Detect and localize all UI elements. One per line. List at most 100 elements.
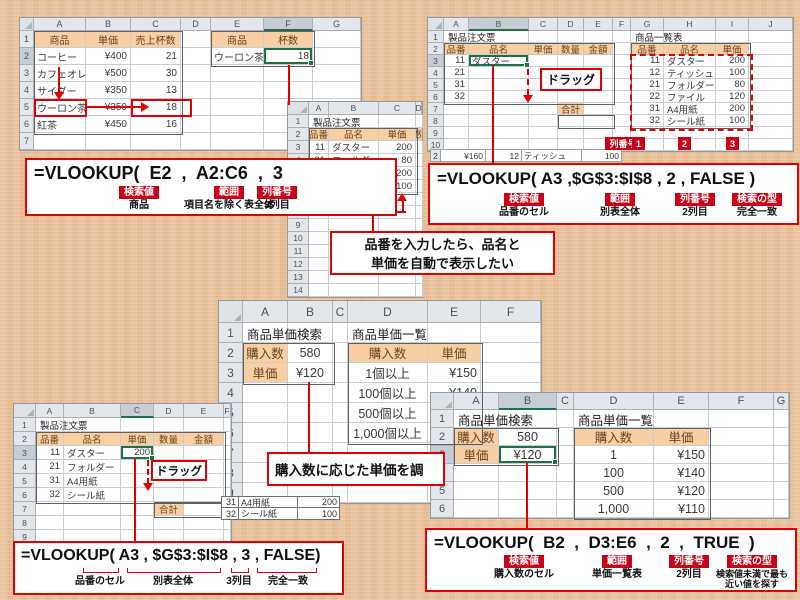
cell-mid-C14[interactable] (379, 284, 416, 297)
row-header-6[interactable]: 6 (20, 116, 34, 133)
cell-mb-C6[interactable] (333, 423, 348, 443)
cell-mid-B13[interactable] (329, 271, 379, 284)
cell-tr-B2[interactable]: 品名 (469, 43, 529, 55)
cell-tr-F6[interactable] (613, 91, 631, 103)
cell-tr-I3[interactable]: 200 (716, 55, 749, 67)
cell-tr-C8[interactable] (529, 115, 558, 127)
cell-bl-C2[interactable]: 単価 (121, 432, 154, 446)
cell-mb-F3[interactable] (481, 363, 541, 383)
row-header-9[interactable]: 9 (288, 219, 309, 232)
cell-tl-G4[interactable] (313, 82, 361, 99)
cell-tl-E6[interactable] (211, 116, 264, 133)
cell-mid-C1[interactable] (379, 115, 416, 128)
cell-tr-J6[interactable] (749, 91, 793, 103)
cell-bl-D5[interactable] (154, 474, 184, 488)
row-header-7[interactable]: 7 (20, 133, 34, 150)
cell-tl-E3[interactable] (211, 65, 264, 82)
row-header-6[interactable]: 6 (431, 500, 454, 518)
row-header-3[interactable]: 3 (288, 141, 309, 154)
cell-tl-B4[interactable]: ¥350 (86, 82, 131, 99)
cell-tr-G5[interactable]: 21 (631, 79, 664, 91)
cell-mid-A11[interactable] (309, 245, 329, 258)
cell-bl-B8[interactable] (64, 516, 121, 530)
cell-tr-B5[interactable] (469, 79, 529, 91)
col-header-C[interactable]: C (333, 301, 348, 323)
col-header-G[interactable]: G (631, 18, 664, 31)
col-header-C[interactable]: C (131, 18, 181, 31)
cell-bl-E1[interactable] (184, 418, 224, 432)
col-header-G[interactable]: G (774, 393, 789, 410)
row-header-5[interactable]: 5 (20, 99, 34, 116)
cell-br-F5[interactable] (709, 482, 774, 500)
cell-bl-C5[interactable] (121, 474, 154, 488)
col-header-H[interactable]: H (664, 18, 716, 31)
cell-tr-A4[interactable]: 21 (444, 67, 469, 79)
cell-mb-E3[interactable]: ¥150 (428, 363, 481, 383)
row-header-2[interactable]: 2 (219, 343, 243, 363)
row-header-9[interactable]: 9 (428, 127, 444, 139)
row-header-1[interactable]: 1 (431, 410, 454, 428)
cell-bl-D7[interactable]: 合計 (154, 502, 184, 516)
col-header-B[interactable]: B (288, 301, 333, 323)
cell-tr-H5[interactable]: フォルダー (664, 79, 716, 91)
cell-mb-E2[interactable]: 単価 (428, 343, 481, 363)
cell-br-F1[interactable] (709, 410, 774, 428)
cell-bl-A2[interactable]: 品番 (36, 432, 64, 446)
cell-bl-A1[interactable] (36, 418, 64, 432)
cell-tl-A3[interactable]: カフェオレ (34, 65, 86, 82)
cell-tl-C6[interactable]: 16 (131, 116, 181, 133)
cell-br-E5[interactable]: ¥120 (654, 482, 709, 500)
col-header-F[interactable]: F (264, 18, 313, 31)
cell-mid-D6[interactable] (416, 180, 423, 193)
cell-br-E2[interactable]: 単価 (654, 428, 709, 446)
cell-bl-E8[interactable] (184, 516, 224, 530)
cell-tr-J2[interactable] (749, 43, 793, 55)
cell-bl-D6[interactable] (154, 488, 184, 502)
cell-br-F2[interactable] (709, 428, 774, 446)
col-header-C[interactable]: C (379, 102, 416, 115)
cell-tl-D1[interactable] (181, 31, 211, 48)
cell-bl-F8[interactable] (224, 516, 231, 530)
col-header-B[interactable]: B (469, 18, 529, 31)
cell-tr-C3[interactable] (529, 55, 558, 67)
cell-br-D4[interactable]: 100 (574, 464, 654, 482)
cell-mid-A3[interactable]: 11 (309, 141, 329, 154)
cell-tr-A3[interactable]: 11 (444, 55, 469, 67)
cell-tl-A6[interactable]: 紅茶 (34, 116, 86, 133)
cell-tl-B3[interactable]: ¥500 (86, 65, 131, 82)
row-header-7[interactable]: 7 (428, 103, 444, 115)
cell-tr-E6[interactable] (584, 91, 613, 103)
cell-tr-C6[interactable] (529, 91, 558, 103)
col-header-E[interactable]: E (428, 301, 481, 323)
cell-mb-A4[interactable] (243, 383, 288, 403)
cell-tl-B2[interactable]: ¥400 (86, 48, 131, 65)
col-header-D[interactable]: D (416, 102, 422, 115)
cell-tr-I8[interactable]: 100 (716, 115, 749, 127)
cell-bl-A8[interactable] (36, 516, 64, 530)
cell-tl-C1[interactable]: 売上杯数 (131, 31, 181, 48)
cell-mid-D1[interactable] (416, 115, 423, 128)
col-header-E[interactable]: E (211, 18, 264, 31)
cell-bl-E2[interactable]: 金額 (184, 432, 224, 446)
cell-tr-E7[interactable] (584, 103, 613, 115)
cell-bl-D2[interactable]: 数量 (154, 432, 184, 446)
cell-tr-E9[interactable] (584, 127, 613, 139)
cell-tr-G3[interactable]: 11 (631, 55, 664, 67)
cell-mb-D3[interactable]: 1個以上 (348, 363, 428, 383)
cell-bl-F5[interactable] (224, 474, 231, 488)
cell-br-D6[interactable]: 1,000 (574, 500, 654, 518)
row-header-3[interactable]: 3 (14, 446, 36, 460)
row-header-8[interactable]: 8 (428, 115, 444, 127)
col-header-C[interactable]: C (529, 18, 558, 31)
col-header-E[interactable]: E (584, 18, 613, 31)
row-header-1[interactable]: 1 (14, 418, 36, 432)
col-header-B[interactable]: B (86, 18, 131, 31)
cell-bl-B5[interactable]: A4用紙 (64, 474, 121, 488)
cell-br-G4[interactable] (774, 464, 789, 482)
cell-br-C2[interactable] (557, 428, 574, 446)
cell-tr-G1[interactable] (631, 31, 664, 43)
cell-mb-D9[interactable] (348, 483, 428, 503)
cell-tr-A9[interactable] (444, 127, 469, 139)
cell-tr-J4[interactable] (749, 67, 793, 79)
select-all-corner[interactable] (288, 102, 309, 115)
